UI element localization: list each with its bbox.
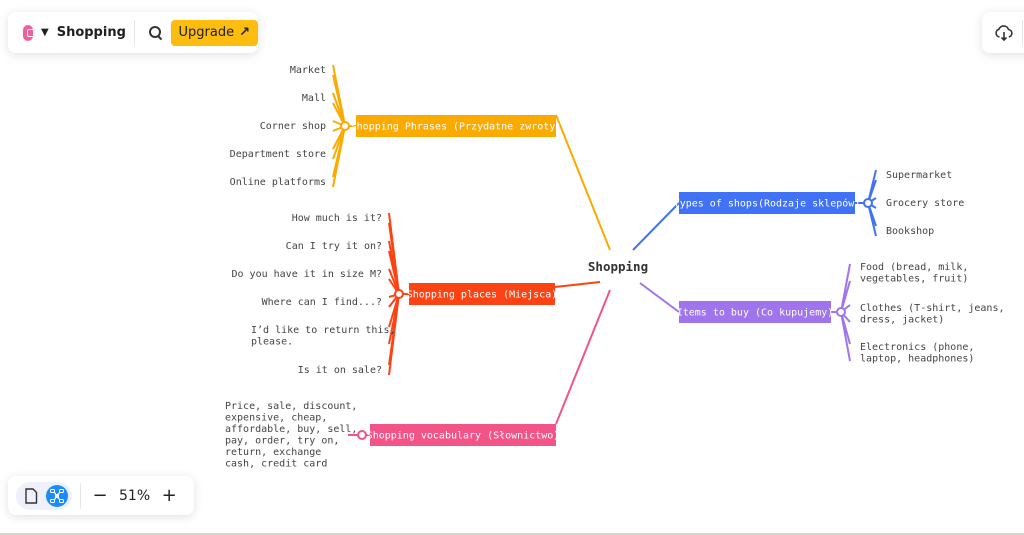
collapse-toggle-places[interactable] <box>394 289 404 299</box>
leaf-node[interactable]: Grocery store <box>886 198 964 209</box>
leaf-node[interactable]: Online platforms <box>230 177 326 188</box>
branch-node-phrases[interactable]: Shopping Phrases (Przydatne zwroty) <box>351 115 562 137</box>
leaf-edge <box>388 240 400 295</box>
zoom-in-button[interactable]: + <box>161 485 177 506</box>
zoom-level: 51% <box>119 487 151 504</box>
mindmap-view-icon[interactable] <box>46 484 68 507</box>
leaf-node[interactable]: Clothes (T-shirt, jeans,dress, jacket) <box>860 303 1005 326</box>
leaf-node[interactable]: Market <box>290 65 326 76</box>
branch-label: Shopping Phrases (Przydatne zwroty) <box>351 122 562 133</box>
collapse-toggle-items[interactable] <box>836 307 846 317</box>
branch-label: Types of shops(Rodzaje sklepów) <box>674 198 861 210</box>
arrow-up-right-icon: ↗ <box>239 25 251 40</box>
leaf-node[interactable]: Price, sale, discount,expensive, cheap,a… <box>225 401 357 470</box>
branch-node-vocabulary[interactable]: Shopping vocabulary (Słownictwo) <box>367 424 560 446</box>
leaf-node[interactable]: Bookshop <box>886 226 934 237</box>
branch-label: Shopping vocabulary (Słownictwo) <box>367 431 560 442</box>
collapse-toggle-phrases[interactable] <box>340 121 350 131</box>
zoom-out-button[interactable]: − <box>92 485 108 506</box>
root-edge-vocabulary <box>555 289 611 425</box>
leaf-edge <box>840 263 851 313</box>
leaf-edge <box>332 64 346 127</box>
leaf-node[interactable]: Is it on sale? <box>298 365 382 376</box>
leaf-node[interactable]: How much is it? <box>292 213 382 224</box>
upgrade-label: Upgrade <box>178 25 235 40</box>
leaf-node[interactable]: Where can I find...? <box>262 297 382 308</box>
toolbar-divider <box>133 19 135 46</box>
leaf-edge <box>840 311 851 362</box>
view-mode-toggle <box>16 481 72 510</box>
leaf-node[interactable]: Can I try it on? <box>286 241 382 252</box>
collapse-toggle-vocabulary[interactable] <box>357 430 367 440</box>
branch-node-places[interactable]: Shopping places (Miejsca) <box>407 283 558 305</box>
export-toolbar <box>982 12 1024 53</box>
chevron-down-icon[interactable]: ▼ <box>41 27 49 38</box>
leaf-edge <box>332 125 346 188</box>
upgrade-button[interactable]: Upgrade ↗ <box>170 19 259 46</box>
branch-label: Shopping places (Miejsca) <box>407 290 558 301</box>
root-edge-types <box>632 202 680 251</box>
branch-label: Items to buy (Co kupujemy) <box>677 308 834 319</box>
document-toolbar: ▼ Shopping Upgrade ↗ <box>8 12 259 53</box>
toolbar-divider <box>1022 19 1023 46</box>
leaf-node[interactable]: Supermarket <box>886 170 952 181</box>
cloud-download-icon[interactable] <box>994 23 1014 43</box>
leaf-node[interactable]: I’d like to return this,please. <box>251 325 396 348</box>
toolbar-divider <box>80 482 81 509</box>
root-node[interactable]: Shopping <box>588 259 648 274</box>
leaf-node[interactable]: Mall <box>302 93 326 104</box>
leaf-node[interactable]: Electronics (phone,laptop, headphones) <box>860 342 974 365</box>
leaf-node[interactable]: Corner shop <box>260 121 326 132</box>
app-logo-icon[interactable] <box>23 24 35 41</box>
zoom-toolbar: − 51% + <box>8 476 194 515</box>
root-edge-phrases <box>555 114 611 251</box>
search-icon[interactable] <box>148 25 161 41</box>
leaf-node[interactable]: Food (bread, milk,vegetables, fruit) <box>860 262 968 285</box>
branch-node-items[interactable]: Items to buy (Co kupujemy) <box>677 301 834 323</box>
leaf-node[interactable]: Do you have it in size M? <box>231 269 382 280</box>
document-title[interactable]: Shopping <box>56 25 126 40</box>
collapse-toggle-types[interactable] <box>863 198 873 208</box>
root-edge-places <box>554 281 601 288</box>
document-view-icon[interactable] <box>20 485 42 507</box>
root-edge-items <box>639 282 680 313</box>
branch-node-types[interactable]: Types of shops(Rodzaje sklepów) <box>674 192 861 214</box>
canvas-bottom-border <box>0 533 1024 535</box>
leaf-node[interactable]: Department store <box>230 149 326 160</box>
leaf-edge <box>388 293 400 376</box>
